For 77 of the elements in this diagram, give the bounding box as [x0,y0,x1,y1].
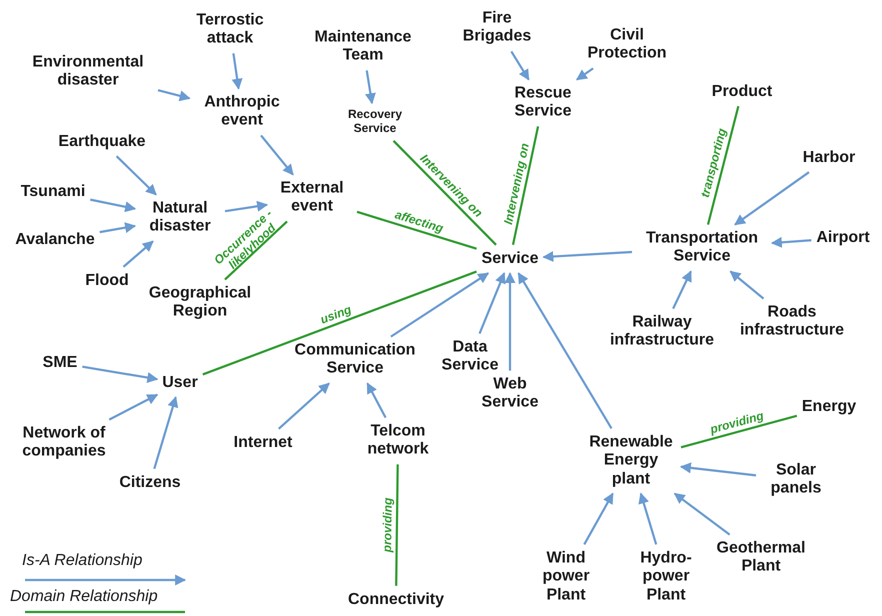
concept-label: Flood [83,270,131,292]
arrow [82,366,158,383]
arrow [278,382,330,430]
arrow [478,272,506,334]
legend-text: Domain Relationship [10,588,158,606]
relation-line [512,126,540,246]
concept-label: Communication Service [286,340,424,380]
arrow [390,272,490,338]
concept-label: Tsunami [18,180,88,204]
relation-line [356,210,477,250]
edge-label: providing [381,498,395,552]
arrow [116,155,157,196]
concept-label: Roads infrastructure [732,302,852,342]
concept-label: SME [40,352,80,374]
arrow [122,240,154,268]
concept-label: Service [480,248,540,270]
arrow [576,67,594,81]
arrow [734,171,810,226]
concept-label: Civil Protection [575,24,679,66]
concept-label: Citizens [117,472,183,494]
arrow [90,198,136,212]
concept-label: Telcom network [354,420,442,462]
concept-label: Avalanche [13,228,97,252]
concept-label: Energy [800,396,858,418]
relation-line [392,140,497,246]
edge-label: using [319,302,354,326]
arrow [100,222,136,234]
arrow [232,53,243,90]
arrow [672,270,692,310]
arrow [158,89,191,102]
arrow [224,200,268,212]
concept-label: Geographical Region [136,282,264,324]
arrow [366,382,387,418]
concept-label: Connectivity [346,588,446,612]
arrow [542,250,632,262]
arrow [770,236,812,248]
concept-label: Hydro-power Plant [632,547,700,607]
concept-label: Product [710,80,774,104]
concept-label: Environmental disaster [21,52,155,92]
concept-label: Renewable Energy plant [584,431,678,491]
arrow [680,462,756,476]
arrow [583,492,614,545]
concept-label: Rescue Service [504,82,582,124]
concept-label: Earthquake [56,130,148,154]
concept-label: Harbor [800,146,858,170]
concept-label: Airport [814,226,872,250]
concept-label: Recovery Service [336,106,414,138]
concept-label: Network of companies [2,422,126,464]
relation-line [706,106,740,225]
concept-label: User [160,372,200,394]
arrow [510,50,530,81]
arrow [153,396,178,470]
arrow [108,394,158,421]
legend-text: Is-A Relationship [22,552,142,570]
relation-line [224,220,288,280]
concept-label: Terrostic attack [180,10,280,50]
concept-label: External event [270,178,354,218]
arrow [504,272,516,371]
arrow [518,272,612,429]
relation-line [680,414,798,448]
concept-label: Transportation Service [635,228,769,268]
relation-line [395,464,399,586]
concept-label: Wind power Plant [534,547,598,607]
relation-line [202,270,477,376]
arrow [365,70,376,104]
concept-label: Solar panels [759,460,833,500]
concept-label: Natural disaster [138,198,222,238]
arrow [730,270,764,300]
concept-label: Anthropic event [192,92,292,132]
arrow [638,492,658,545]
concept-label: Geothermal Plant [709,538,813,578]
concept-label: Internet [232,432,294,454]
concept-label: Fire Brigades [452,8,542,48]
arrow [260,134,294,176]
arrow [674,492,730,536]
concept-label: Railway infrastructure [602,312,722,352]
concept-label: Maintenance Team [304,26,422,68]
